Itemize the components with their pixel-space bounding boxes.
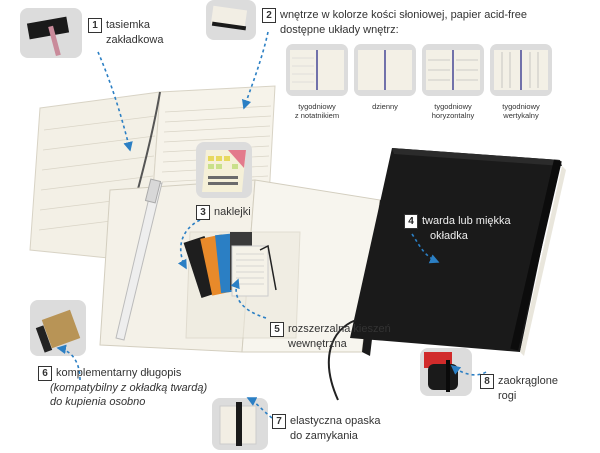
thumbnail-stickers <box>196 142 252 198</box>
layout-thumb-weekly-vertical <box>490 44 552 96</box>
thumbnail-interior <box>206 0 256 40</box>
callout-number: 8 <box>480 374 494 389</box>
thumbnail-rounded-corners <box>420 348 472 396</box>
layout-thumb-weekly-horizontal <box>422 44 484 96</box>
thumbnail-elastic <box>212 398 268 450</box>
callout-number: 4 <box>404 214 418 229</box>
layout-caption: dzienny <box>372 102 398 111</box>
pen-illustration <box>115 178 163 341</box>
layout-thumb-daily <box>354 44 416 96</box>
thumbnail-pen-loop <box>30 300 86 356</box>
callout-number: 7 <box>272 414 286 429</box>
callout-number: 5 <box>270 322 284 337</box>
closed-black-notebook <box>327 148 566 401</box>
thumbnail-ribbon <box>20 8 82 58</box>
dashed-arrow-icon <box>56 31 487 419</box>
callout-number: 2 <box>262 8 276 23</box>
callout-number: 6 <box>38 366 52 381</box>
layout-thumb-weekly-notes <box>286 44 348 96</box>
callout-number: 3 <box>196 205 210 220</box>
callout-number: 1 <box>88 18 102 33</box>
